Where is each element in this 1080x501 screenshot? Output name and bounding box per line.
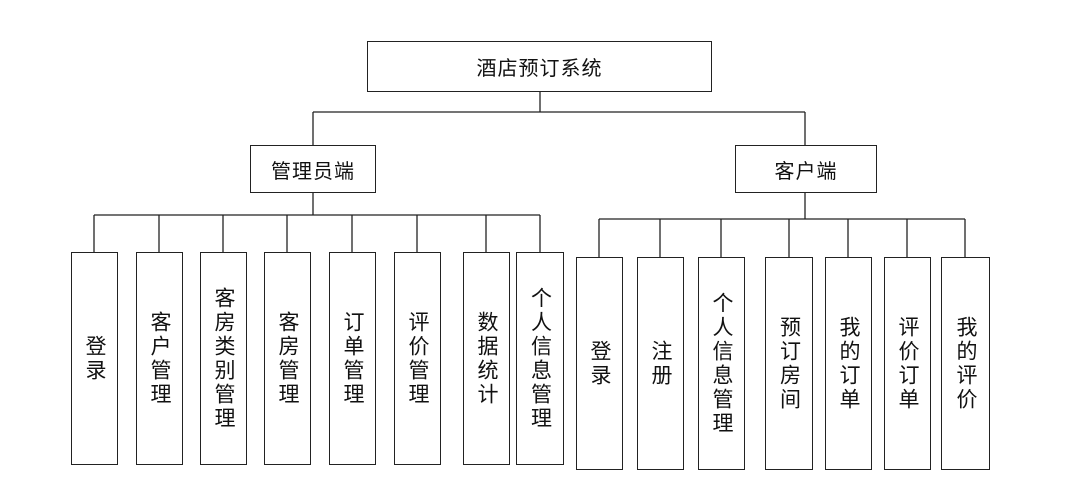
client-item-label: 我的评价 bbox=[954, 315, 978, 412]
root-node-label: 酒店预订系统 bbox=[476, 56, 603, 80]
client-item-personal-info-management: 个人信息管理 bbox=[698, 257, 745, 470]
client-item-register: 注册 bbox=[637, 257, 684, 470]
root-node: 酒店预订系统 bbox=[367, 41, 712, 92]
admin-item-room-management: 客房管理 bbox=[264, 252, 311, 465]
admin-item-room-category-management: 客房类别管理 bbox=[200, 252, 247, 465]
admin-item-personal-info-management: 个人信息管理 bbox=[516, 252, 564, 465]
admin-node-label: 管理员端 bbox=[271, 158, 355, 183]
client-node: 客户端 bbox=[735, 145, 877, 193]
admin-item-label: 评价管理 bbox=[406, 310, 430, 407]
client-item-label: 预订房间 bbox=[777, 315, 802, 412]
client-item-label: 个人信息管理 bbox=[710, 291, 734, 436]
admin-item-statistics: 数据统计 bbox=[463, 252, 510, 465]
admin-item-label: 订单管理 bbox=[341, 310, 365, 407]
admin-item-label: 客房管理 bbox=[276, 310, 300, 407]
admin-item-order-management: 订单管理 bbox=[329, 252, 376, 465]
admin-item-label: 登录 bbox=[83, 334, 107, 383]
admin-item-review-management: 评价管理 bbox=[394, 252, 441, 465]
admin-item-label: 客户管理 bbox=[148, 310, 172, 407]
client-node-label: 客户端 bbox=[774, 158, 838, 183]
client-item-book-room: 预订房间 bbox=[765, 257, 813, 470]
admin-item-label: 数据统计 bbox=[475, 310, 499, 407]
admin-item-customer-management: 客户管理 bbox=[136, 252, 183, 465]
client-item-my-reviews: 我的评价 bbox=[941, 257, 990, 470]
client-item-my-orders: 我的订单 bbox=[825, 257, 872, 470]
client-item-label: 登录 bbox=[588, 339, 612, 388]
client-item-label: 评价订单 bbox=[896, 315, 920, 412]
admin-node: 管理员端 bbox=[250, 145, 376, 193]
client-item-login: 登录 bbox=[576, 257, 623, 470]
client-item-label: 我的订单 bbox=[837, 315, 861, 412]
admin-item-label: 个人信息管理 bbox=[528, 286, 553, 431]
admin-item-label: 客房类别管理 bbox=[212, 286, 236, 431]
client-item-review-order: 评价订单 bbox=[884, 257, 931, 470]
client-item-label: 注册 bbox=[649, 339, 673, 388]
admin-item-login: 登录 bbox=[71, 252, 118, 465]
